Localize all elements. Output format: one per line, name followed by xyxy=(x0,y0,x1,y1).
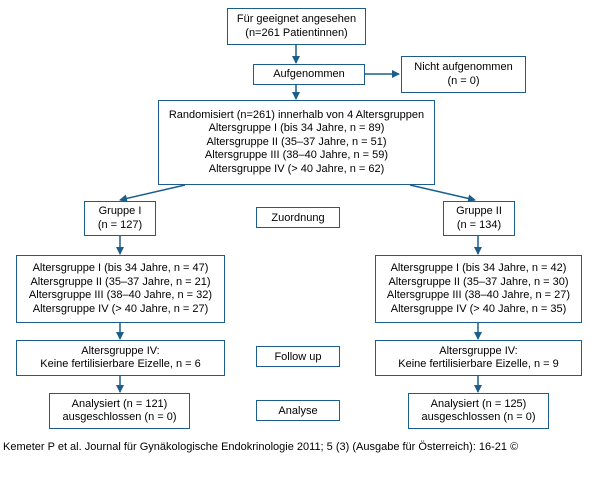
box-group2-line-2: (n = 134) xyxy=(456,218,502,231)
box-randomised-line-5: Altersgruppe IV (> 40 Jahre, n = 62) xyxy=(208,162,385,175)
box-group2: Gruppe II (n = 134) xyxy=(443,201,515,236)
box-randomised: Randomisiert (n=261) innerhalb von 4 Alt… xyxy=(158,100,435,185)
box-ages-group1: Altersgruppe I (bis 34 Jahre, n = 47) Al… xyxy=(16,255,225,323)
box-randomised-line-4: Altersgruppe III (38–40 Jahre, n = 59) xyxy=(204,149,389,162)
box-followup-group2-line-2: Keine fertilisierbare Eizelle, n = 9 xyxy=(398,358,559,370)
box-group1-line-1: Gruppe I xyxy=(98,205,142,217)
box-randomised-line-1: Randomisiert (n=261) innerhalb von 4 Alt… xyxy=(168,108,425,121)
box-group2-line-1: Gruppe II xyxy=(456,205,502,217)
box-randomised-line-3: Altersgruppe II (35–37 Jahre, n = 51) xyxy=(206,135,387,148)
box-ages-group1-line-4: Altersgruppe IV (> 40 Jahre, n = 27) xyxy=(32,302,209,315)
box-followup-group1: Altersgruppe IV: Keine fertilisierbare E… xyxy=(16,340,225,376)
box-randomised-line-2: Altersgruppe I (bis 34 Jahre, n = 89) xyxy=(208,122,385,135)
box-enrolled-line-1: Aufgenommen xyxy=(273,67,345,80)
box-ages-group2-line-1: Altersgruppe I (bis 34 Jahre, n = 42) xyxy=(390,262,567,274)
box-followup-group2: Altersgruppe IV: Keine fertilisierbare E… xyxy=(375,340,582,376)
box-ages-group1-line-3: Altersgruppe III (38–40 Jahre, n = 32) xyxy=(28,289,213,301)
box-analysed-group2-line-2: ausgeschlossen (n = 0) xyxy=(421,411,536,423)
box-followup-group1-line-2: Keine fertilisierbare Eizelle, n = 6 xyxy=(40,358,201,370)
box-eligible-line-1: Für geeignet angesehen xyxy=(236,13,357,25)
box-analysed-group2: Analysiert (n = 125) ausgeschlossen (n =… xyxy=(408,393,549,429)
box-followup-group2-line-1: Altersgruppe IV: xyxy=(439,344,518,357)
stage-label-allocation: Zuordnung xyxy=(256,207,340,228)
box-analysed-group1: Analysiert (n = 121) ausgeschlossen (n =… xyxy=(49,393,190,429)
box-analysed-group1-line-2: ausgeschlossen (n = 0) xyxy=(62,411,177,423)
source-citation: Kemeter P et al. Journal für Gynäkologis… xyxy=(3,441,519,453)
box-excluded: Nicht aufgenommen (n = 0) xyxy=(401,56,526,93)
box-eligible-line-2: (n=261 Patientinnen) xyxy=(245,26,348,39)
box-ages-group1-line-2: Altersgruppe II (35–37 Jahre, n = 21) xyxy=(30,275,211,288)
box-ages-group1-line-1: Altersgruppe I (bis 34 Jahre, n = 47) xyxy=(32,262,209,274)
arrow-randomised-to-group1 xyxy=(119,184,186,203)
box-analysed-group1-line-1: Analysiert (n = 121) xyxy=(71,397,168,410)
box-eligible: Für geeignet angesehen (n=261 Patientinn… xyxy=(227,8,366,45)
stage-label-analysis: Analyse xyxy=(256,400,340,421)
box-ages-group2-line-2: Altersgruppe II (35–37 Jahre, n = 30) xyxy=(388,275,569,288)
box-analysed-group2-line-1: Analysiert (n = 125) xyxy=(430,397,527,410)
box-group1: Gruppe I (n = 127) xyxy=(84,201,156,236)
box-excluded-line-2: (n = 0) xyxy=(447,74,480,87)
box-ages-group2-line-4: Altersgruppe IV (> 40 Jahre, n = 35) xyxy=(390,302,567,315)
box-enrolled: Aufgenommen xyxy=(253,64,365,85)
box-group1-line-2: (n = 127) xyxy=(97,218,143,231)
stage-label-followup: Follow up xyxy=(256,346,340,367)
box-ages-group2-line-3: Altersgruppe III (38–40 Jahre, n = 27) xyxy=(386,289,571,301)
box-excluded-line-1: Nicht aufgenommen xyxy=(414,61,513,73)
box-followup-group1-line-1: Altersgruppe IV: xyxy=(81,344,160,357)
box-ages-group2: Altersgruppe I (bis 34 Jahre, n = 42) Al… xyxy=(375,255,582,323)
arrow-randomised-to-group2 xyxy=(409,184,476,203)
